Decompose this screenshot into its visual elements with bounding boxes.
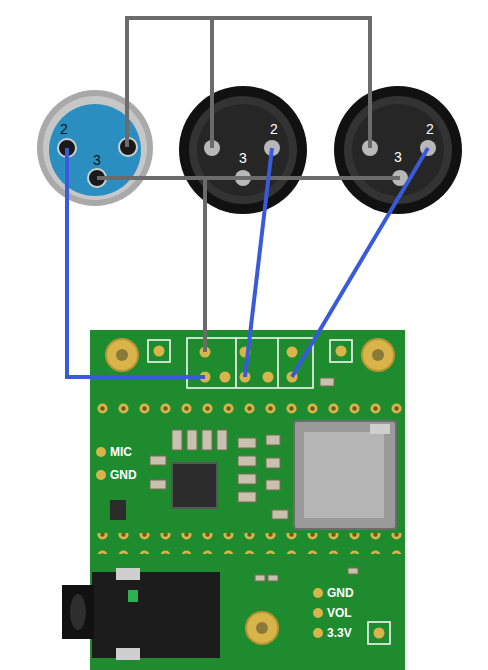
ground-wire xyxy=(97,18,400,352)
signal-wire xyxy=(67,148,428,377)
pin-number: 2 xyxy=(270,122,278,136)
pin-number: 2 xyxy=(426,122,434,136)
pin-number: 3 xyxy=(394,150,402,164)
audio-board xyxy=(62,330,407,670)
pin-number: 3 xyxy=(239,151,247,165)
pin-label: MIC xyxy=(110,446,132,458)
xlr-male-connector xyxy=(179,86,307,214)
pin-label: GND xyxy=(110,469,137,481)
pin-number: 2 xyxy=(60,122,68,136)
pin-label: 3.3V xyxy=(327,627,352,639)
pin-label: GND xyxy=(327,587,354,599)
pin-label: VOL xyxy=(327,607,352,619)
pin-number: 3 xyxy=(93,153,101,167)
xlr-female-connector xyxy=(37,90,153,206)
